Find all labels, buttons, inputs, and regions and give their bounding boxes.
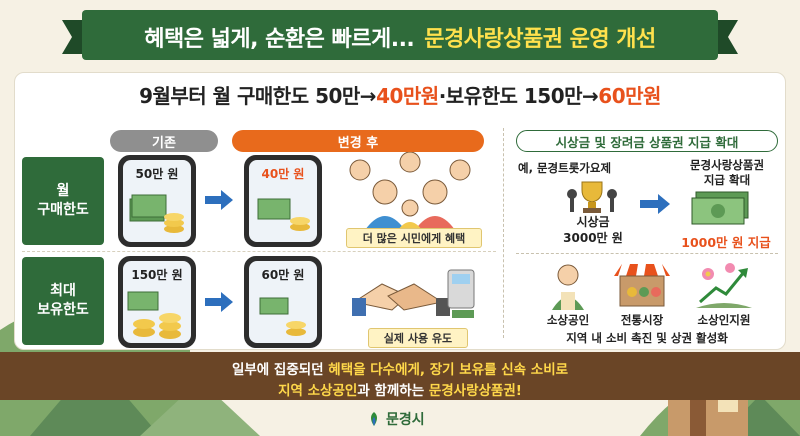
phone-before-holding: 150만 원 xyxy=(118,256,196,348)
city-logo-text: 문경시 xyxy=(386,412,425,428)
money-stack-icon xyxy=(129,194,184,233)
money-stack-icon xyxy=(257,198,310,231)
caption-actual-use: 실제 사용 유도 xyxy=(368,328,468,348)
coin-stack-icon xyxy=(127,291,181,339)
bottom-line2-c: 문경사랑상품권! xyxy=(428,383,522,399)
prize-label: 시상금 xyxy=(576,215,610,229)
row-label-holding-limit: 최대 보유한도 xyxy=(22,257,104,345)
example-event: 문경트롯가요제 xyxy=(536,161,612,175)
headline-part3: ·보유한도 150만→ xyxy=(438,84,599,108)
headline-part2: 40만원 xyxy=(376,84,439,108)
amount-after-monthly: 40만 원 xyxy=(261,167,305,181)
icon-label-small-business: 소상공인 xyxy=(546,313,590,327)
trophy-microphone-icon xyxy=(567,181,617,213)
prize-amount: 3000만 원 xyxy=(563,230,623,245)
amount-after-holding: 60만 원 xyxy=(261,268,305,282)
right-divider xyxy=(516,253,778,254)
title-part-a: 혜택은 넓게, 순환은 빠르게... xyxy=(144,27,415,52)
market-stall-icon xyxy=(614,264,670,307)
citizens-group-icon xyxy=(349,152,471,230)
phone-before-monthly: 50만 원 xyxy=(118,155,196,247)
example-label: 예, xyxy=(518,161,533,175)
expand-amount: 1000만 원 지급 xyxy=(681,235,771,250)
city-logo: 문경시 xyxy=(366,409,425,429)
title-ribbon xyxy=(62,10,738,60)
title-part-b: 문경사랑상품권 운영 개선 xyxy=(424,27,656,52)
after-label: 변경 후 xyxy=(232,130,484,152)
city-emblem-icon xyxy=(371,412,377,426)
arrow-right-icon xyxy=(205,190,233,210)
bottom-line-2: 지역 소상공인과 함께하는 문경사랑상품권! xyxy=(0,379,800,399)
handshake-payment-icon xyxy=(352,269,475,318)
row-divider xyxy=(22,251,496,252)
headline-part1: 9월부터 월 구매한도 50만→ xyxy=(139,84,377,108)
bottom-message-band xyxy=(0,352,800,400)
headline: 9월부터 월 구매한도 50만→40만원·보유한도 150만→60만원 xyxy=(0,80,800,109)
bottom-line1-b: 혜택을 다수에게, 장기 보유를 신속 소비로 xyxy=(328,362,569,378)
icon-label-merchant-support: 소상인지원 xyxy=(697,313,751,327)
arrow-right-icon xyxy=(640,194,670,214)
amount-before-holding: 150만 원 xyxy=(131,268,183,282)
bottom-line2-a: 지역 소상공인 xyxy=(278,383,358,399)
growth-flowers-icon xyxy=(696,263,752,308)
caption-more-citizens: 더 많은 시민에게 혜택 xyxy=(346,228,482,248)
shop-owner-icon xyxy=(552,264,584,310)
prize-block: 시상금 3000만 원 xyxy=(548,215,638,246)
phone-after-holding: 60만 원 xyxy=(244,256,322,348)
section-divider xyxy=(503,128,504,338)
headline-part4: 60만원 xyxy=(598,84,661,108)
coin-stack-icon xyxy=(259,297,306,336)
arrow-right-icon xyxy=(205,292,233,312)
phone-after-monthly: 40만 원 xyxy=(244,155,322,247)
page-title: 혜택은 넓게, 순환은 빠르게... 문경사랑상품권 운영 개선 xyxy=(62,10,738,64)
expand-title: 문경사랑상품권 지급 확대 xyxy=(689,158,765,187)
bottom-line1-a: 일부에 집중되던 xyxy=(231,362,329,378)
icons-caption: 지역 내 소비 촉진 및 상권 활성화 xyxy=(566,331,728,345)
before-label: 기존 xyxy=(110,130,218,152)
amount-before-monthly: 50만 원 xyxy=(135,167,179,181)
bottom-line2-b: 과 함께하는 xyxy=(357,383,429,399)
example-line: 예, 문경트롯가요제 xyxy=(518,160,611,176)
bottom-line-1: 일부에 집중되던 혜택을 다수에게, 장기 보유를 신속 소비로 xyxy=(0,358,800,378)
row-label-monthly-limit: 월 구매한도 xyxy=(22,157,104,245)
right-section-title: 시상금 및 장려금 상품권 지급 확대 xyxy=(516,130,778,152)
cash-bills-icon xyxy=(691,191,749,225)
icon-label-market: 전통시장 xyxy=(620,313,664,327)
